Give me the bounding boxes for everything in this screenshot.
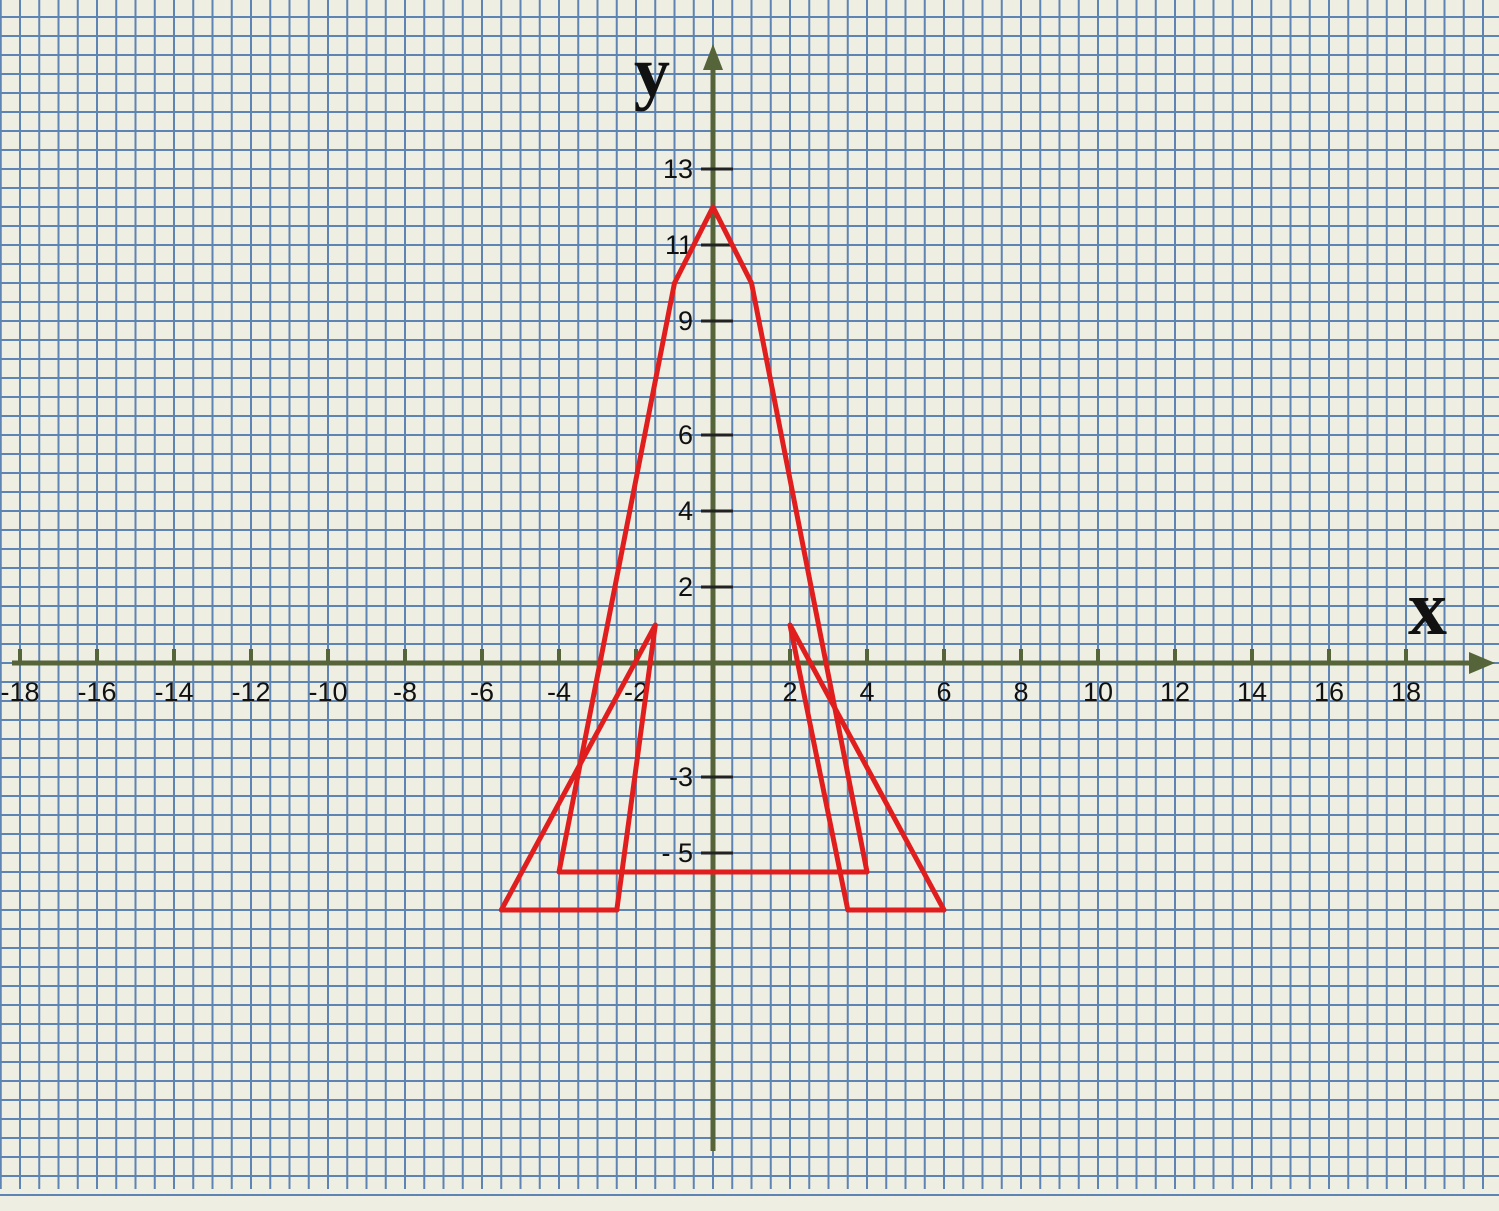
x-tick-label: 2: [782, 677, 797, 707]
y-tick-label: 9: [678, 306, 693, 336]
x-tick-label: 4: [859, 677, 874, 707]
x-tick-label: 18: [1391, 677, 1421, 707]
y-tick-label: - 5: [661, 838, 693, 868]
x-tick-label: -8: [393, 677, 417, 707]
y-axis-arrow-icon: [703, 44, 723, 70]
x-tick-label: 6: [936, 677, 951, 707]
x-tick-label: 14: [1237, 677, 1267, 707]
y-tick-label: 6: [678, 420, 693, 450]
x-tick-label: -4: [547, 677, 571, 707]
x-tick-label: -6: [470, 677, 494, 707]
axes: [12, 44, 1495, 1151]
x-tick-label: -18: [0, 677, 39, 707]
x-tick-label: 16: [1314, 677, 1344, 707]
x-tick-label: -10: [308, 677, 347, 707]
x-tick-label: 12: [1160, 677, 1190, 707]
x-tick-label: -14: [154, 677, 193, 707]
rocket-shapes: [501, 207, 944, 910]
y-tick-label: 13: [663, 154, 693, 184]
y-tick-label: 4: [678, 496, 693, 526]
y-tick-label: -3: [669, 762, 693, 792]
x-tick-label: 10: [1083, 677, 1113, 707]
y-tick-label: 2: [678, 572, 693, 602]
y-axis-label: y: [634, 32, 670, 112]
x-axis-label: x: [1408, 564, 1447, 651]
x-tick-label: -16: [77, 677, 116, 707]
x-tick-label: 8: [1013, 677, 1028, 707]
x-tick-label: -12: [231, 677, 270, 707]
